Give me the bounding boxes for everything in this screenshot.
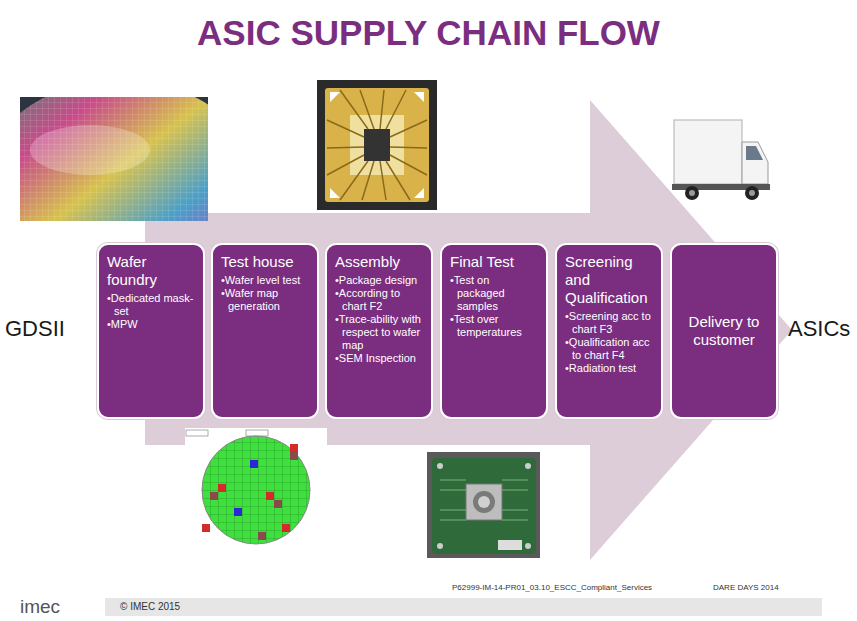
- flow-arrow: [145, 100, 792, 560]
- step-heading: Wafer foundry: [107, 253, 197, 289]
- process-box: Assembly •Package design•According to cha…: [325, 243, 433, 419]
- step-bullet: •Wafer level test: [221, 274, 311, 287]
- step-heading: Screening and Qualification: [565, 253, 655, 307]
- step-bullet: •Test over temperatures: [450, 313, 540, 339]
- step-bullet: •Wafer map generation: [221, 287, 311, 313]
- step-bullet: •Test on packaged samples: [450, 274, 540, 313]
- logo-text: imec: [20, 595, 60, 618]
- step-bullet: •Qualification acc to chart F4: [565, 336, 655, 362]
- event-note: DARE DAYS 2014: [713, 583, 779, 593]
- step-bullet: •Radiation test: [565, 362, 655, 375]
- input-label: GDSII: [5, 316, 65, 342]
- output-label: ASICs: [788, 316, 850, 342]
- step-bullet: •Screening acc to chart F3: [565, 310, 655, 336]
- wafer-photo: [20, 97, 208, 221]
- step-heading: Assembly: [335, 253, 425, 271]
- process-box: Wafer foundry •Dedicated mask-set•MPW: [97, 243, 205, 419]
- footer-bar: [105, 598, 822, 616]
- document-code: P62999-IM-14-PR01_03.10_ESCC_Compliant_S…: [452, 583, 652, 593]
- step-bullet: •Package design: [335, 274, 425, 287]
- step-heading: Test house: [221, 253, 311, 271]
- process-box: Delivery to customer: [670, 243, 778, 419]
- process-box: Test house •Wafer level test•Wafer map ge…: [211, 243, 319, 419]
- step-heading: Final Test: [450, 253, 540, 271]
- wafer-map: [185, 428, 327, 546]
- truck-picture: [672, 120, 770, 200]
- step-bullet: •SEM Inspection: [335, 352, 425, 365]
- step-bullet: •Trace-ability with respect to wafer map: [335, 313, 425, 352]
- test-board-photo: [427, 452, 540, 558]
- slide-title: ASIC SUPPLY CHAIN FLOW: [0, 12, 857, 54]
- process-box: Screening and Qualification •Screening ac…: [555, 243, 663, 419]
- step-bullet: •Dedicated mask-set: [107, 292, 197, 318]
- step-bullet: •According to chart F2: [335, 287, 425, 313]
- step-heading: Delivery to customer: [678, 313, 770, 349]
- process-box: Final Test •Test on packaged samples•Test…: [440, 243, 548, 419]
- step-bullet: •MPW: [107, 318, 197, 331]
- copyright-note: © IMEC 2015: [120, 601, 180, 613]
- package-photo: [317, 80, 437, 210]
